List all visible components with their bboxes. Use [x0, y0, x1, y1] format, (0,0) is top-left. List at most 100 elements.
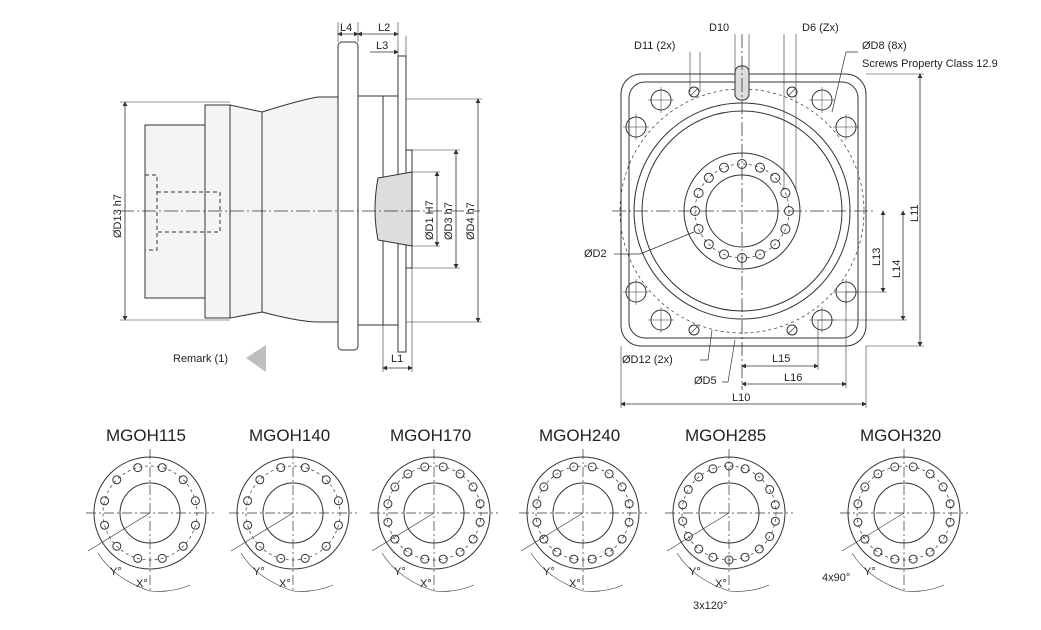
variant-pattern-label: 4x90°	[822, 572, 850, 584]
variant-bolt-hole	[455, 469, 465, 479]
variant-bolt-hole	[765, 532, 775, 541]
variant-bolt-hole	[276, 553, 286, 563]
variant-angle-arc	[676, 552, 730, 592]
d10-label: D10	[709, 22, 729, 34]
front-holes	[623, 86, 859, 336]
variant-bolt-hole	[569, 554, 579, 564]
variant-bolt-hole	[873, 547, 883, 557]
l16-label: L16	[784, 372, 802, 384]
variant-angle-arc-2	[433, 584, 475, 592]
variant-y-angle-label: Y°	[689, 566, 701, 578]
variant-bolt-hole	[333, 496, 343, 506]
variant-angle-line	[666, 512, 730, 552]
variant-bolt-hole	[276, 463, 286, 473]
variant-bolt-hole	[552, 469, 562, 479]
variant-model-label: MGOH170	[390, 426, 471, 445]
variant-bolt-hole	[539, 482, 549, 492]
thread-mark	[787, 87, 797, 97]
d2-leader	[614, 231, 695, 255]
variant-bolt-hole	[617, 482, 627, 492]
variant-x-angle-label: X°	[279, 578, 291, 590]
variant-bolt-hole	[190, 520, 200, 530]
output-bolt-hole	[737, 159, 747, 169]
variant-bolt-hole	[178, 541, 188, 551]
variant-bolt-hole	[390, 482, 400, 492]
variant-bolt-hole	[133, 553, 143, 563]
thread-hole	[688, 86, 700, 98]
l4-label: L4	[340, 22, 352, 34]
d3-label: ØD3 h7	[443, 202, 455, 240]
variant-bolt-hole	[403, 469, 413, 479]
output-bolt-hole	[770, 239, 781, 250]
variant-angle-arc	[240, 552, 294, 592]
l3-label: L3	[376, 40, 388, 52]
variant-bolt-hole	[925, 547, 935, 557]
variant-bolt-hole	[300, 463, 310, 473]
variant-bolt-hole	[383, 517, 393, 527]
variant-bolt-hole	[938, 482, 948, 492]
variant-angle-arc	[530, 552, 584, 592]
output-bolt-hole	[703, 172, 714, 183]
variant-bolt-hole	[853, 517, 863, 527]
variant-bolt-hole	[683, 532, 693, 541]
output-bolt-hole	[719, 249, 729, 260]
variant-bolt-hole	[678, 516, 688, 526]
hidden-shaft	[144, 174, 221, 251]
variant-x-angle-label: X°	[420, 578, 432, 590]
variant-bolt-hole	[587, 462, 597, 472]
variant-bolt-hole	[539, 534, 549, 544]
output-bolt-hole	[737, 253, 747, 263]
variant-angle-arc-2	[903, 584, 945, 592]
output-bolt-hole	[780, 188, 791, 198]
variant-bolt-hole	[157, 463, 167, 473]
variant-bolt-hole	[255, 541, 265, 551]
output-bolt-hole	[719, 162, 729, 173]
variant-bolt-hole	[390, 534, 400, 544]
variant-angle-line	[230, 512, 294, 552]
variant-bolt-hole	[617, 534, 627, 544]
l15-label: L15	[772, 353, 790, 365]
variant-model-label: MGOH115	[106, 426, 186, 445]
variant-bolt-hole	[383, 499, 393, 509]
variant-bolt-hole	[770, 500, 780, 510]
variant-bolt-hole	[569, 462, 579, 472]
thread-hole	[786, 324, 798, 336]
variant-bolt-hole	[890, 554, 900, 564]
variant-angle-arc-2	[149, 584, 191, 592]
variant-angle-arc-2	[292, 584, 334, 592]
variant-angle-line	[371, 512, 435, 552]
variant-bolt-hole	[724, 555, 734, 565]
variant-x-angle-label: X°	[715, 578, 727, 590]
variant-bolt-hole	[683, 485, 693, 494]
variant-bolt-hole	[532, 499, 542, 509]
variant-bolt-hole	[765, 485, 775, 494]
variant-bolt-hole	[873, 469, 883, 479]
d12-leader	[700, 329, 713, 361]
variant-angle-line	[841, 512, 905, 552]
thread-mark	[689, 87, 699, 97]
d5-leader	[722, 339, 736, 383]
variant-bolt-hole	[925, 469, 935, 479]
variant-bolt-hole	[190, 496, 200, 506]
variant-bolt-hole	[100, 496, 110, 506]
variant-bolt-hole	[133, 463, 143, 473]
variant-bolt-hole	[438, 462, 448, 472]
thread-mark	[787, 325, 797, 335]
square-flange-outline	[620, 73, 867, 347]
output-bolt-hole	[693, 224, 704, 234]
l11-label: L11	[909, 204, 921, 222]
variant-bolt-hole	[420, 462, 430, 472]
l13-label: L13	[871, 248, 883, 266]
variant-bolt-hole	[475, 517, 485, 527]
variant-pattern-label: 3x120°	[693, 600, 727, 612]
d4-label: ØD4 h7	[465, 202, 477, 240]
variant-bolt-hole	[552, 547, 562, 557]
variant-y-angle-label: Y°	[864, 566, 876, 578]
variant-x-angle-label: X°	[569, 578, 581, 590]
d5-label: ØD5	[694, 375, 717, 387]
variant-bolt-hole	[243, 496, 253, 506]
remark-label: Remark (1)	[173, 353, 228, 365]
l14-label: L14	[891, 260, 903, 278]
